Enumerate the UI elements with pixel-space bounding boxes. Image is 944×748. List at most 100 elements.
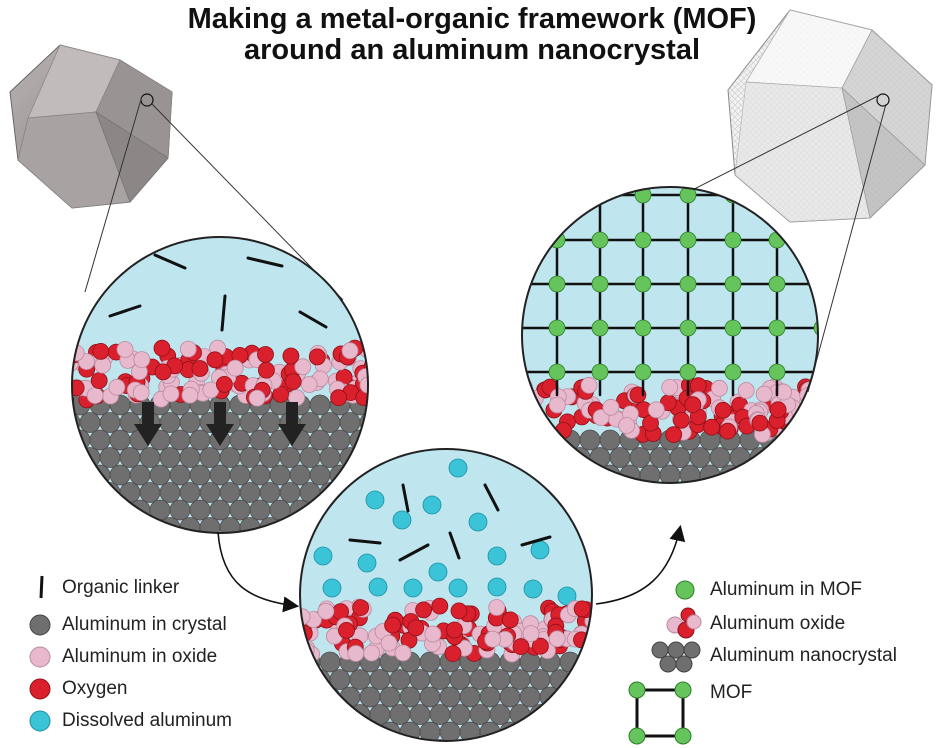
oxygen-atom <box>206 351 224 369</box>
organic-linker <box>448 531 461 560</box>
oxide-aluminum-atom <box>661 378 679 396</box>
oxygen-atom <box>751 414 769 432</box>
mof-aluminum-node <box>548 275 566 293</box>
legend-label-aluminum-in-oxide: Aluminum in oxide <box>62 646 218 667</box>
mof-aluminum-node <box>634 319 652 337</box>
process-arrow-2 <box>595 524 686 605</box>
crystal-atom <box>689 482 711 483</box>
crystal-atom <box>629 447 651 468</box>
oxide-aluminum-atom <box>55 384 71 400</box>
crystal-atom <box>769 447 791 468</box>
oxygen-atom <box>330 389 348 407</box>
mof-aluminum-node <box>522 187 524 204</box>
crystal-atom <box>589 704 592 725</box>
crystal-atom <box>809 482 818 483</box>
crystal-atom <box>300 721 321 741</box>
crystal-atom <box>89 499 111 521</box>
crystal-atom <box>239 447 261 468</box>
organic-linker <box>153 253 187 270</box>
oxygen-atom <box>282 347 300 365</box>
crystal-atom <box>669 447 691 468</box>
crystal-atom <box>249 499 271 521</box>
crystal-atom <box>709 482 731 483</box>
crystal-atom <box>529 739 551 741</box>
organic-linker <box>401 483 410 513</box>
crystal-atom <box>300 721 301 741</box>
oxygen-atom <box>445 621 463 639</box>
oxygen-atom <box>809 386 818 404</box>
crystal-atom <box>119 412 141 433</box>
crystal-atom <box>199 517 221 533</box>
crystal-atom <box>279 482 301 503</box>
crystal-atom <box>119 447 141 468</box>
mof-aluminum-node <box>522 363 524 381</box>
oxide-aluminum-atom <box>529 421 547 439</box>
crystal-atom <box>389 669 411 690</box>
pink-circle-icon <box>29 646 51 668</box>
crystal-atom <box>369 739 391 741</box>
oxygen-atom <box>524 417 541 435</box>
mof-aluminum-node <box>724 231 742 249</box>
legend-right-symbols <box>628 580 702 745</box>
crystal-atom <box>119 482 141 503</box>
crystal-atom <box>179 447 201 468</box>
organic-linker <box>483 483 500 512</box>
crystal-atom <box>189 429 211 451</box>
oxygen-atom <box>769 401 787 419</box>
crystal-atom <box>579 429 601 451</box>
oxygen-atom <box>284 373 302 391</box>
crystal-atom <box>409 669 431 690</box>
oxygen-atom <box>384 616 402 634</box>
crystal-atom <box>669 482 691 483</box>
crystal-atom <box>609 482 631 483</box>
oxide-aluminum-atom <box>484 630 502 648</box>
mof-aluminum-node <box>768 363 786 381</box>
crystal-atom <box>219 517 241 533</box>
oxide-aluminum-atom <box>226 359 244 377</box>
oxide-aluminum-atom <box>592 409 610 426</box>
oxygen-atom <box>673 411 690 429</box>
mof-aluminum-node <box>679 187 697 204</box>
diagram-title: Making a metal-organic framework (MOF) a… <box>0 4 944 66</box>
crystal-atom <box>179 482 201 503</box>
oxide-aluminum-atom <box>341 342 359 360</box>
oxygen-atom <box>72 352 74 370</box>
crystal-atom <box>509 739 531 741</box>
legend-label-organic-linker: Organic linker <box>62 577 180 598</box>
crystal-atom <box>139 447 161 468</box>
crystal-atom <box>499 686 521 708</box>
crystal-atom <box>549 739 571 741</box>
mof-aluminum-node <box>548 319 566 337</box>
crystal-atom <box>199 482 221 503</box>
dissolved-aluminum <box>392 510 412 530</box>
crystal-atom <box>300 739 311 741</box>
crystal-atom <box>319 721 341 741</box>
crystal-atom <box>300 669 311 690</box>
oxide-aluminum-atom <box>133 351 151 369</box>
crystal-atom <box>239 482 261 503</box>
crystal-atom <box>689 447 711 468</box>
crystal-atom <box>489 739 511 741</box>
mof-aluminum-node <box>548 187 566 204</box>
oxide-aluminum-atom <box>424 625 442 643</box>
mof-aluminum-node <box>768 275 786 293</box>
crystal-atom <box>229 499 251 521</box>
crystal-atom <box>522 429 541 451</box>
oxygen-atom <box>352 599 370 616</box>
crystal-atom <box>789 482 811 483</box>
oxygen-atom <box>154 363 172 381</box>
oxide-cluster-icon <box>666 607 702 639</box>
crystal-atom <box>209 499 231 521</box>
crystal-atom <box>419 686 441 708</box>
crystal-atom <box>529 447 551 468</box>
crystal-atom <box>489 669 511 690</box>
dissolved-aluminum <box>313 546 333 566</box>
oxide-aluminum-atom <box>807 406 818 424</box>
crystal-atom <box>109 464 131 486</box>
crystal-atom <box>359 686 381 708</box>
crystal-atom <box>539 721 561 741</box>
oxygen-atom <box>308 348 326 366</box>
down-arrow-icon <box>278 402 306 446</box>
crystal-atom <box>79 482 101 503</box>
